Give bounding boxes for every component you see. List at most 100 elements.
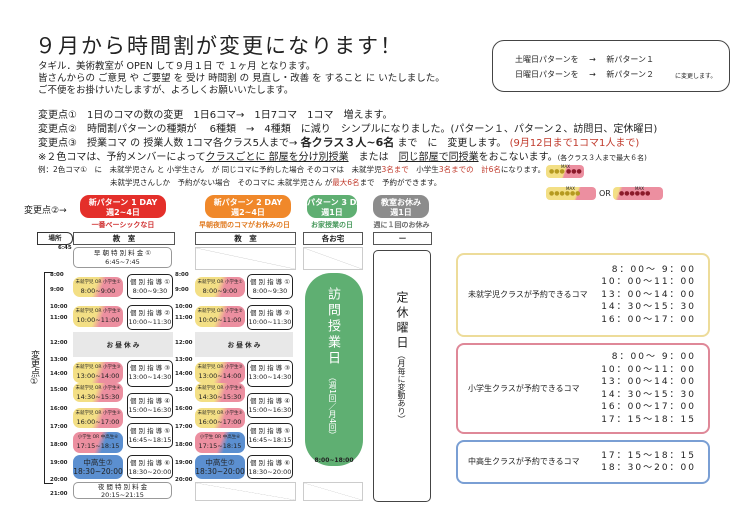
closed-title: 定休曜日 [395, 291, 409, 351]
visit-note: （週1回／月4回） [328, 373, 337, 440]
change-point-1-label: 変更点① [28, 350, 41, 387]
slot-line: 個 別 指 導 ① [249, 278, 291, 286]
time-label: 6:45 [58, 245, 72, 251]
pattern-description: お家授業の日 [311, 221, 353, 229]
legend-split-slot: MAX●●●●●● [546, 164, 584, 178]
slot-line: 18:30~20:00 [73, 467, 123, 476]
visit-title: 訪問授業日 [325, 287, 340, 367]
slot-line: 18:30~20:00 [248, 468, 292, 476]
slot-line: 個 別 指 導 ⑥ [129, 459, 171, 467]
note-small: (各クラス３人まで最大６名) [557, 154, 647, 162]
unavailable-slot [195, 247, 296, 270]
slot-line: 16:45~18:15 [128, 436, 172, 444]
time-label: 19:00 [175, 460, 193, 466]
time-label: 12:00 [50, 340, 68, 346]
ex-red: 計6名 [473, 165, 501, 174]
slot-line: 16:45~18:15 [248, 436, 292, 444]
change1-bracket [44, 272, 53, 484]
max-label: MAX [635, 186, 644, 191]
legend-yellow-max: MAX●●●●●● [546, 186, 596, 200]
class-label: 中高生クラスが予約できるコマ [468, 457, 580, 466]
slot-line: 14:30~15:30 [198, 393, 242, 401]
slot-line: 20:15~21:15 [101, 490, 144, 499]
time-label: 17:00 [175, 424, 193, 430]
change-point-1: 変更点① 1日のコマの数の変更 1日6コマ→ 1日7コマ 1コマ 増えます。 [38, 110, 393, 121]
slot-line: 18:30~20:00 [128, 468, 172, 476]
ex-text: 未就学児さんしか 予約がない場合 そのコマに 未就学児さん が [110, 178, 333, 187]
slot-line: 個 別 指 導 ⑤ [129, 427, 171, 435]
time-label: 13:00 [175, 357, 193, 363]
class-slot[interactable]: 小学生 OR 中高生⑥ 17:15~18:15 [195, 432, 245, 453]
intro-line: タギル．美術教室が OPEN して９月１日 で １ヶ月 となります。 [38, 61, 316, 72]
legend-or: OR [599, 189, 611, 198]
pattern-frequency: 週1日 [321, 208, 343, 217]
visit-time: 8:00~18:00 [314, 457, 354, 464]
time-label: 15:00 [175, 387, 193, 393]
change3-text: 変更点③ 授業コマ の 授業人数 1コマ各クラス5人まで→ [38, 138, 298, 149]
place-label: 場所 [37, 232, 73, 245]
note-underline: クラスごとに 部屋を分け別授業 [205, 152, 349, 163]
pattern-name: パターン 3 DAY [307, 198, 368, 207]
time-label: 16:00 [175, 406, 193, 412]
slot-line: 18:30~20:00 [195, 467, 245, 476]
ex-red: 3名まで [381, 165, 409, 174]
change3-note: (9月12日まで1コマ1人まで) [509, 138, 640, 149]
unavailable-slot [195, 482, 296, 501]
time-label: 12:00 [175, 340, 193, 346]
place-box: 教 室 [195, 232, 296, 245]
change-point-2-label: 変更点②→ [24, 206, 67, 216]
max-label: MAX [566, 186, 575, 191]
slot-line: 6:45~7:45 [105, 258, 140, 266]
slot-line: 13:00~14:00 [76, 372, 120, 380]
slot-line: 早 朝 特 別 料 金 ① [93, 249, 152, 257]
slot-line: 17:15~18:15 [198, 442, 242, 450]
slot-line: 14:30~15:30 [76, 393, 120, 401]
class-time: 16：00～17：00 [601, 314, 696, 325]
time-label: 10:00 [175, 304, 193, 310]
two-color-note: ※２色コマは、予約メンバーによってクラスごとに 部屋を分け別授業 または 同じ部… [38, 148, 647, 163]
class-time: 8：00～ 9：00 [611, 264, 696, 275]
ex-text: まで 予約ができます。 [359, 178, 442, 187]
slot-line: 小学生 OR 中高生⑥ [199, 435, 241, 440]
closed-note: （月毎に変動あり） [397, 351, 406, 423]
ex-red: 3名までの [438, 165, 474, 174]
unavailable-slot [303, 247, 363, 270]
slot-line: 15:00~16:30 [128, 406, 172, 414]
time-label: 9:00 [175, 287, 189, 293]
time-label: 20:00 [50, 477, 68, 483]
speech-bubble: 土曜日パターンを → 新パターン１ 日曜日パターンを → 新パターン２ に変更し… [492, 40, 730, 92]
class-time: 14：30～15：30 [601, 302, 696, 313]
